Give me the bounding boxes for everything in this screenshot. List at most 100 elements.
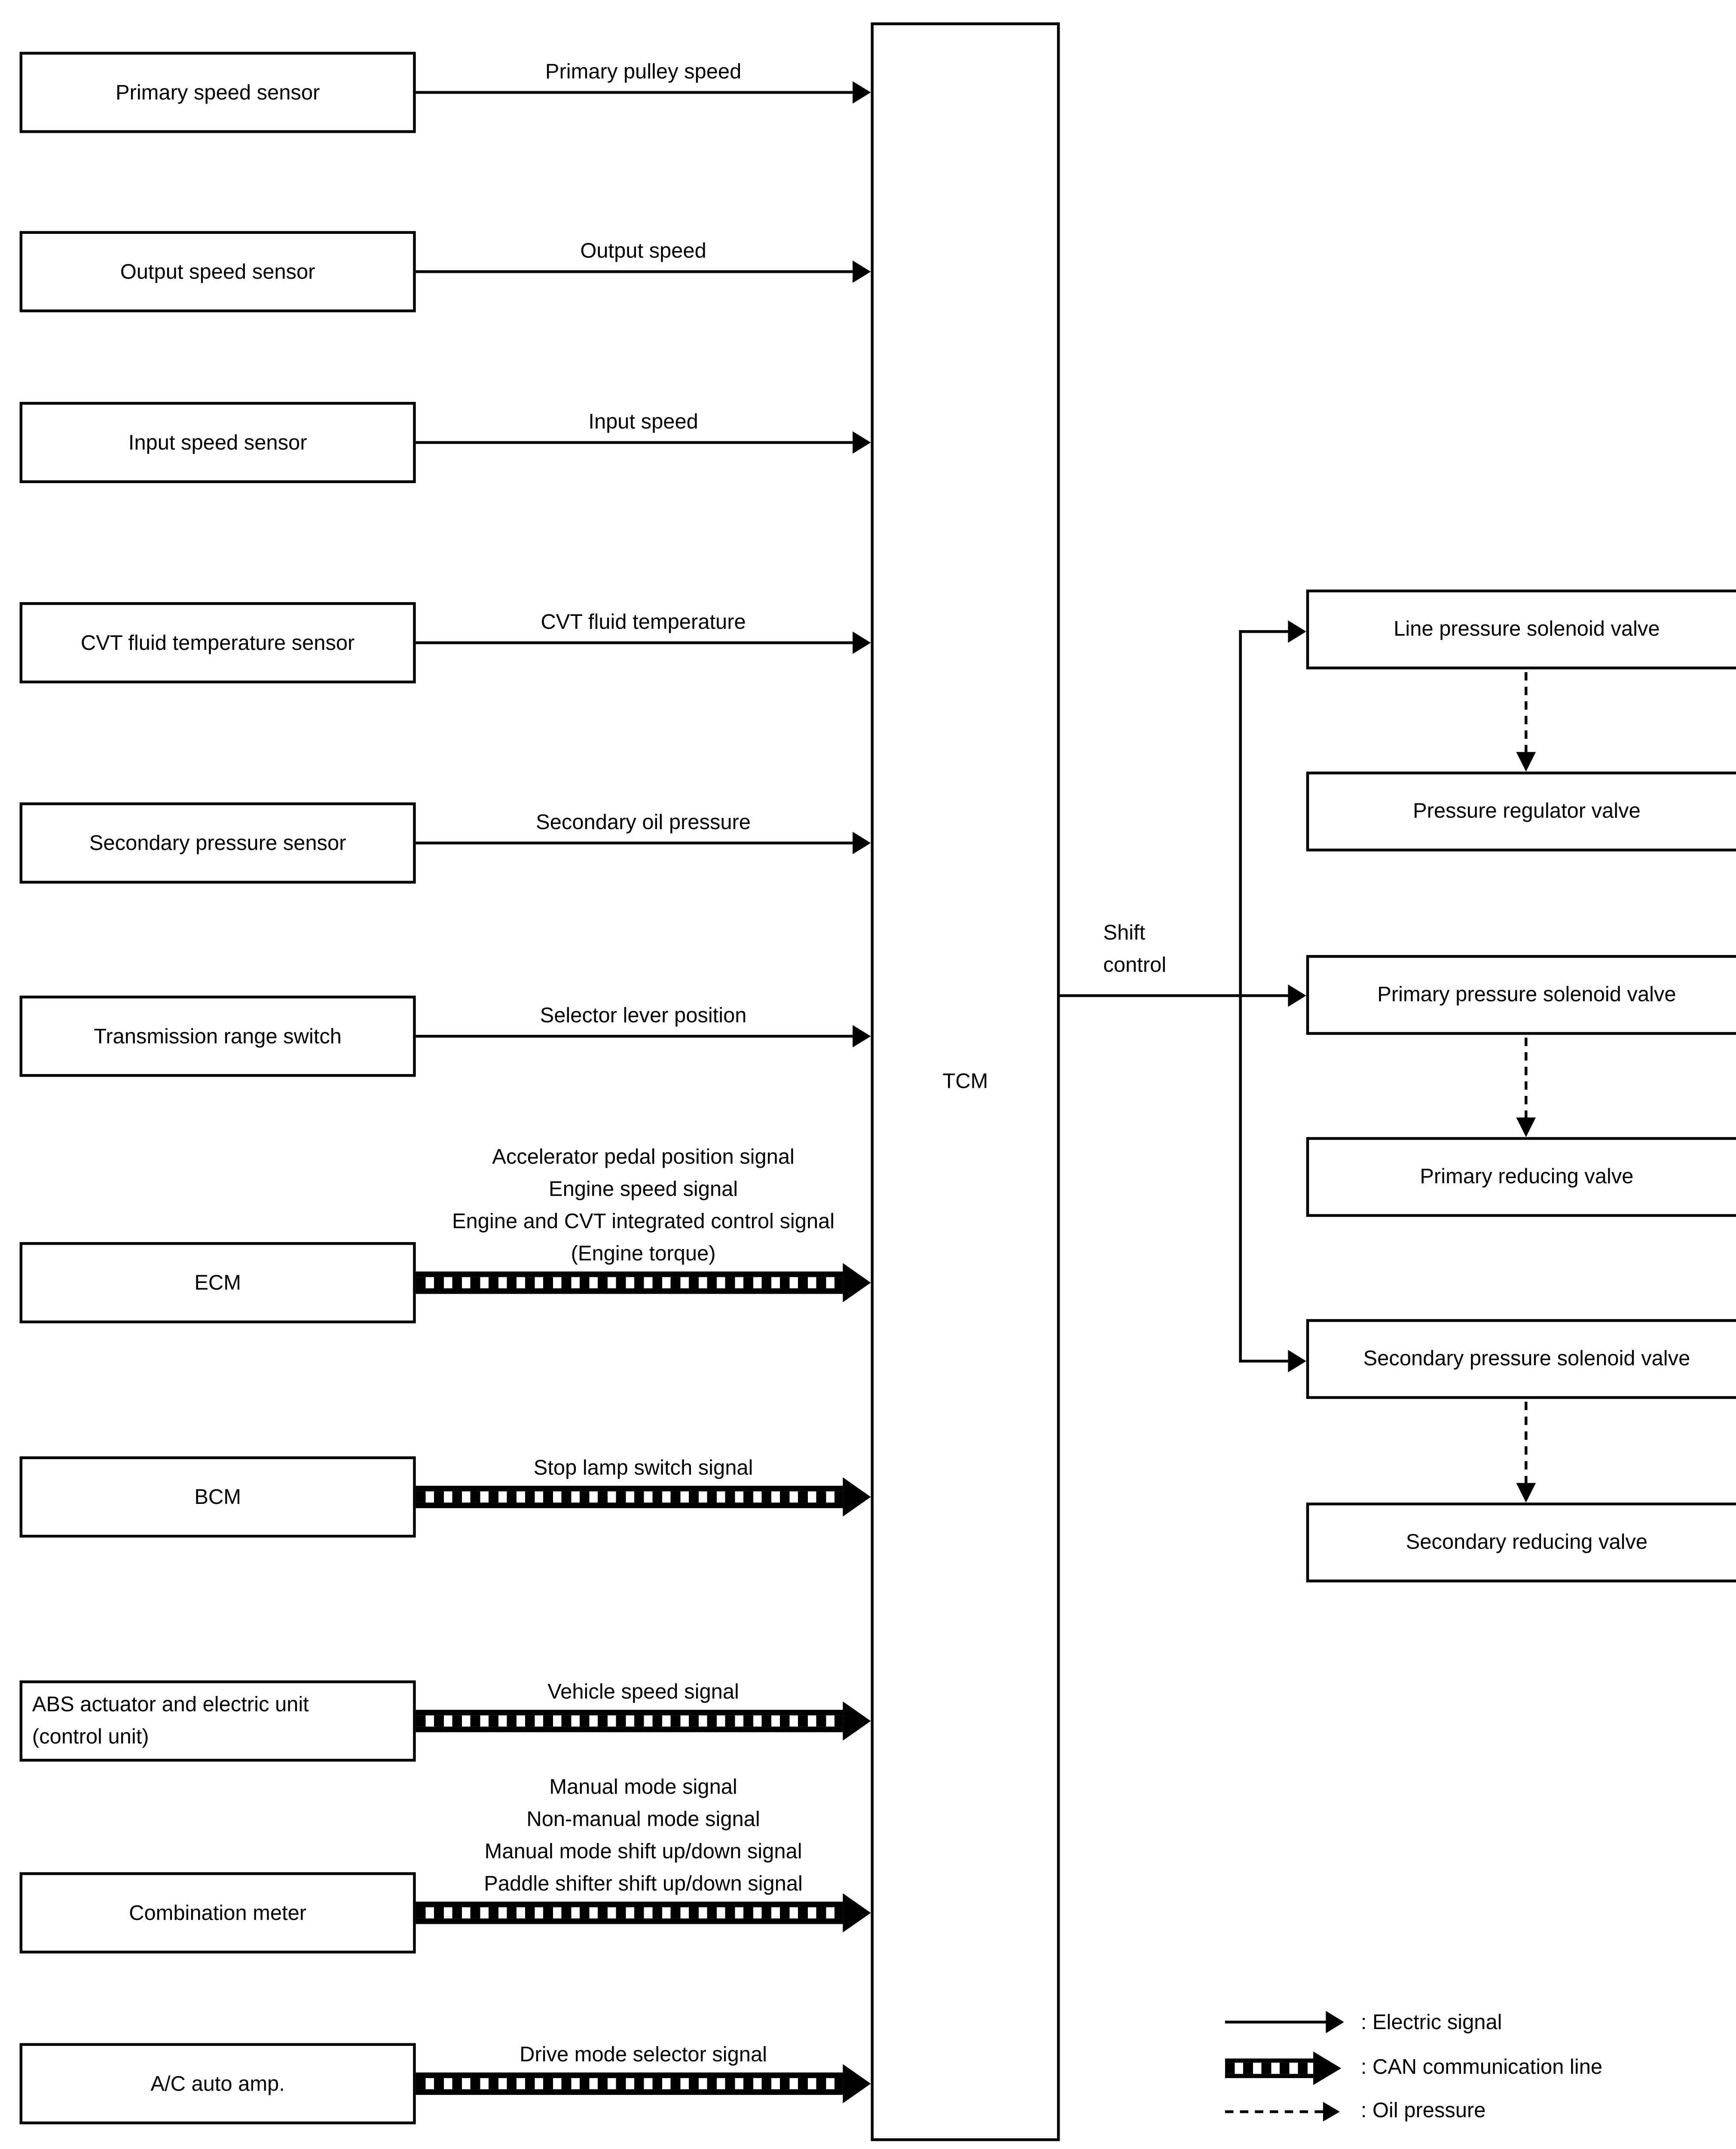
electric-arrow [416,441,853,444]
input-box-label: BCM [194,1485,241,1509]
legend-oil-pressure-label: : Oil pressure [1360,2099,1486,2123]
input-box: Input speed sensor [19,402,416,484]
legend-can-label: : CAN communication line [1360,2055,1603,2080]
input-box: Transmission range switch [19,995,416,1077]
signal-label: CVT fluid temperature [541,610,746,634]
oil-pressure-arrowhead-icon [1516,752,1536,772]
signal-label: Selector lever position [540,1004,747,1028]
input-row-ecm: ECM Accelerator pedal position signal En… [19,1145,871,1323]
signal-label: Output speed [580,239,706,263]
can-arrowhead-icon [843,2064,871,2103]
input-box-label: A/C auto amp. [150,2072,285,2096]
input-row-abs-actuator: ABS actuator and electric unit (control … [19,1680,871,1762]
legend-electric-arrow-icon [1225,2020,1326,2023]
shift-control-label: Shift control [1103,921,1167,978]
oil-pressure-arrow [1525,1038,1528,1119]
input-box: ABS actuator and electric unit (control … [19,1680,416,1762]
signal-label: Secondary oil pressure [536,811,751,835]
output-box-pressure-regulator-valve: Pressure regulator valve [1306,771,1736,851]
electric-arrowhead-icon [853,260,871,283]
signal-label: Drive mode selector signal [520,2043,767,2067]
electric-arrowhead-icon [853,1025,871,1048]
input-row-output-speed-sensor: Output speed sensor Output speed [19,231,871,312]
oil-pressure-arrow [1525,1402,1528,1485]
shift-control-branch-line [1239,630,1242,1363]
input-box-label: ECM [194,1270,241,1295]
legend-can-arrowhead-icon [1313,2051,1342,2085]
input-box-label: Output speed sensor [120,260,315,284]
input-box-label: (control unit) [32,1725,149,1749]
input-box-label: CVT fluid temperature sensor [80,631,355,655]
input-row-bcm: BCM Stop lamp switch signal [19,1456,871,1538]
can-arrow [416,1710,843,1733]
legend-can-arrow-icon [1225,2058,1314,2079]
can-arrowhead-icon [843,1701,871,1741]
output-box-label: Secondary pressure solenoid valve [1363,1347,1690,1371]
legend-electric-arrowhead-icon [1326,2011,1344,2033]
branch-line-bottom [1239,1359,1288,1363]
input-row-cvt-fluid-temperature-sensor: CVT fluid temperature sensor CVT fluid t… [19,602,871,683]
electric-arrowhead-icon [1288,1350,1306,1372]
oil-pressure-arrowhead-icon [1516,1117,1536,1137]
input-box: ECM [19,1242,416,1323]
tcm-box: TCM [871,22,1060,2141]
input-box-label: Input speed sensor [128,430,307,455]
electric-arrowhead-icon [853,431,871,454]
input-box: CVT fluid temperature sensor [19,602,416,683]
signal-label: Stop lamp switch signal [533,1456,753,1480]
output-box-primary-pressure-solenoid-valve: Primary pressure solenoid valve [1306,955,1736,1035]
input-box: A/C auto amp. [19,2043,416,2125]
tcm-label: TCM [942,1070,988,1094]
electric-arrowhead-icon [1288,984,1306,1007]
can-arrowhead-icon [843,1477,871,1517]
output-box-label: Secondary reducing valve [1406,1531,1648,1555]
electric-arrowhead-icon [853,631,871,654]
input-box-label: ABS actuator and electric unit [32,1693,309,1717]
legend-oil-pressure-arrowhead-icon [1323,2102,1340,2122]
electric-arrow [416,1035,853,1038]
input-box: Output speed sensor [19,231,416,312]
can-arrow [416,1901,843,1924]
legend-oil-pressure-arrow-icon [1225,2110,1323,2113]
input-row-input-speed-sensor: Input speed sensor Input speed [19,402,871,484]
output-box-secondary-pressure-solenoid-valve: Secondary pressure solenoid valve [1306,1319,1736,1399]
output-box-label: Pressure regulator valve [1413,799,1641,823]
signal-label: Vehicle speed signal [547,1680,739,1705]
input-box-label: Primary speed sensor [115,80,320,104]
oil-pressure-arrowhead-icon [1516,1483,1536,1503]
input-row-transmission-range-switch: Transmission range switch Selector lever… [19,995,871,1077]
electric-arrow [416,641,853,644]
can-arrowhead-icon [843,1263,871,1303]
signal-label: Manual mode signal Non-manual mode signa… [484,1776,803,1896]
input-row-secondary-pressure-sensor: Secondary pressure sensor Secondary oil … [19,802,871,884]
oil-pressure-arrow [1525,672,1528,753]
input-box-label: Secondary pressure sensor [89,831,346,855]
output-box-label: Primary reducing valve [1420,1165,1634,1189]
input-row-primary-speed-sensor: Primary speed sensor Primary pulley spee… [19,52,871,133]
electric-arrowhead-icon [853,832,871,854]
input-box-label: Transmission range switch [94,1024,342,1048]
legend-electric-label: : Electric signal [1360,2011,1502,2035]
signal-label: Accelerator pedal position signal Engine… [452,1145,835,1266]
input-box: Primary speed sensor [19,52,416,133]
branch-line-top [1239,630,1288,633]
shift-control-line [1060,994,1288,997]
electric-arrowhead-icon [1288,620,1306,643]
electric-arrow [416,270,853,273]
output-box-secondary-reducing-valve: Secondary reducing valve [1306,1502,1736,1583]
input-box: Secondary pressure sensor [19,802,416,884]
output-box-primary-reducing-valve: Primary reducing valve [1306,1137,1736,1217]
signal-label: Primary pulley speed [545,60,742,84]
can-arrow [416,1271,843,1294]
electric-arrow [416,91,853,94]
output-box-line-pressure-solenoid-valve: Line pressure solenoid valve [1306,589,1736,670]
input-row-combination-meter: Combination meter Manual mode signal Non… [19,1776,871,1954]
electric-arrowhead-icon [853,81,871,104]
signal-label: Input speed [588,410,698,435]
input-box: Combination meter [19,1872,416,1954]
input-box: BCM [19,1456,416,1538]
can-arrow [416,1485,843,1508]
electric-arrow [416,842,853,845]
can-arrowhead-icon [843,1893,871,1933]
